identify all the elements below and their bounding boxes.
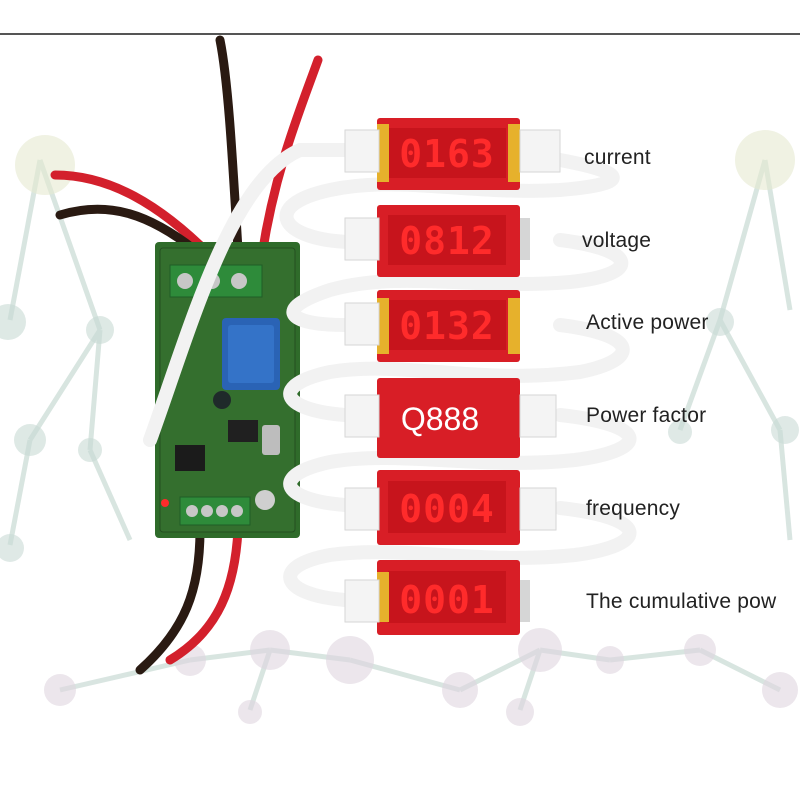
label-active-power: Active power — [586, 311, 709, 334]
display-module: 0163 — [344, 118, 561, 190]
display-reading: 0163 — [399, 132, 495, 176]
display-module: 0001 — [344, 560, 530, 635]
display-reading: 0812 — [399, 219, 495, 263]
label-frequency: frequency — [586, 497, 681, 520]
display-modules: 0163 0812 0132 Q888 0004 — [344, 118, 561, 635]
label-current: current — [584, 146, 651, 169]
display-reading: Q888 — [401, 401, 479, 437]
network-nodes — [0, 130, 799, 726]
top-divider — [0, 33, 800, 35]
ribbon-cables — [143, 143, 637, 607]
pcb-board — [155, 242, 300, 538]
display-module: 0812 — [344, 205, 530, 277]
display-module: Q888 — [344, 378, 557, 458]
label-cumulative-power: The cumulative pow — [586, 590, 777, 613]
display-reading: 0004 — [399, 487, 495, 531]
label-voltage: voltage — [582, 229, 652, 252]
display-module: 0004 — [344, 470, 557, 545]
display-reading: 0132 — [399, 304, 495, 348]
lead-wires — [50, 35, 323, 675]
display-module: 0132 — [344, 290, 520, 362]
label-power-factor: Power factor — [586, 404, 707, 427]
display-reading: 0001 — [399, 578, 495, 622]
